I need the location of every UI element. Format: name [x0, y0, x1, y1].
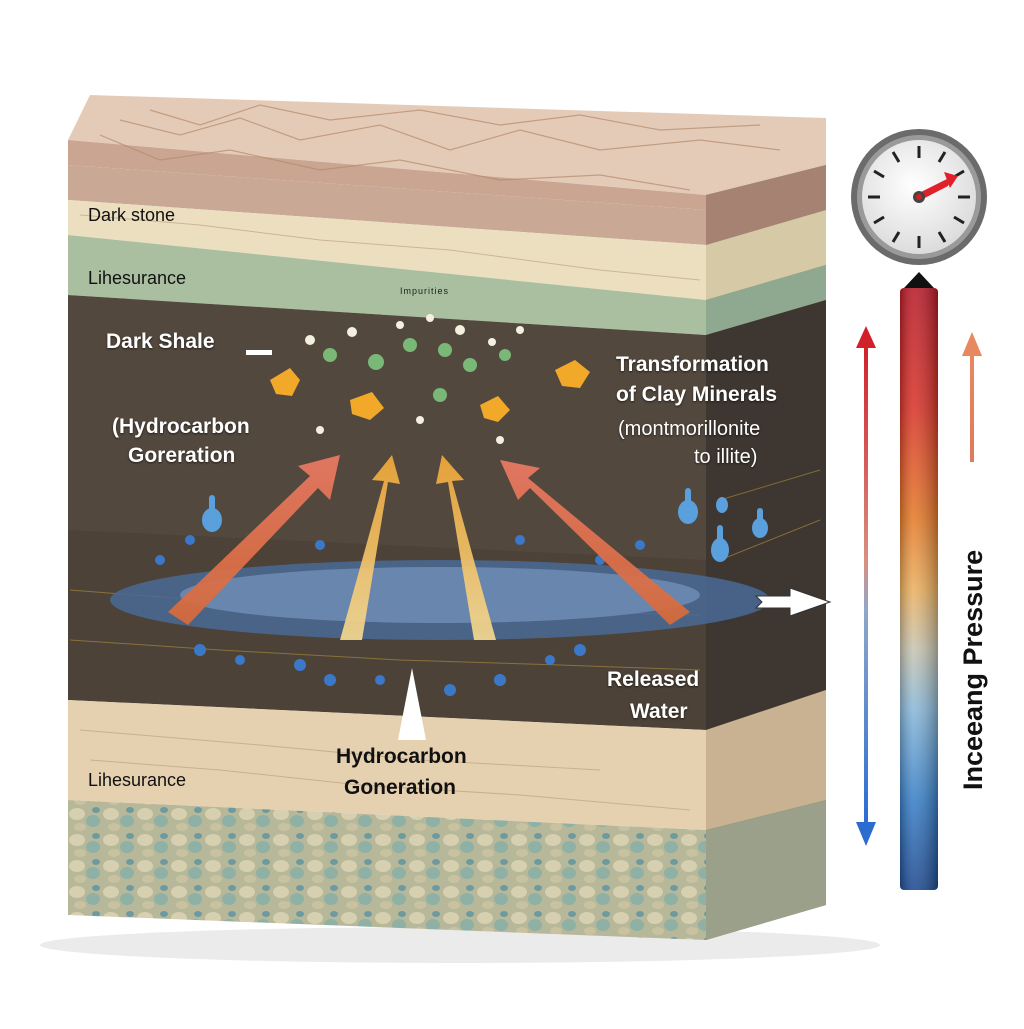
label-transformation-4: to illite) [694, 446, 758, 468]
right-up-arrow [962, 332, 982, 462]
label-lihesurance-bottom: Lihesurance [88, 770, 187, 790]
label-increasing-pressure: Inceeang Pressure [958, 549, 988, 790]
hydrocarbon-arrows [168, 455, 690, 640]
pressure-gauge [851, 129, 987, 265]
label-transformation-3: (montmorillonite [618, 418, 761, 440]
label-transformation-1: Transformation [616, 353, 769, 376]
green-layer [68, 235, 706, 335]
label-transformation-2: of Clay Minerals [616, 383, 778, 406]
label-dark-shale: Dark Shale [106, 330, 215, 353]
upper-sandstone-layer [68, 200, 706, 300]
hydrocarbon-generation-arrow [398, 668, 426, 740]
label-lihesurance-top: Lihesurance [88, 268, 187, 288]
gauge-needle [917, 176, 953, 202]
label-released-2: Water [630, 700, 688, 723]
gravel-base-layer [68, 800, 706, 940]
label-tiny-text: Impurities [400, 286, 450, 296]
label-hydrocarbon-left-1: (Hydrocarbon [112, 415, 250, 438]
released-water-arrow [754, 587, 832, 617]
dark-shale-pointer [246, 350, 272, 355]
pressure-gradient-bar [900, 272, 938, 890]
top-surface [68, 95, 826, 195]
label-hydrocarbon-bottom-2: Goneration [344, 776, 457, 799]
label-hydrocarbon-left-2: Goreration [128, 444, 236, 467]
water-drops [202, 488, 768, 562]
mineral-fragments [270, 314, 590, 444]
label-dark-stone: Dark stone [88, 205, 176, 225]
label-hydrocarbon-bottom-1: Hydrocarbon [336, 745, 467, 768]
double-arrow [856, 326, 876, 846]
label-released-1: Released [607, 668, 700, 691]
